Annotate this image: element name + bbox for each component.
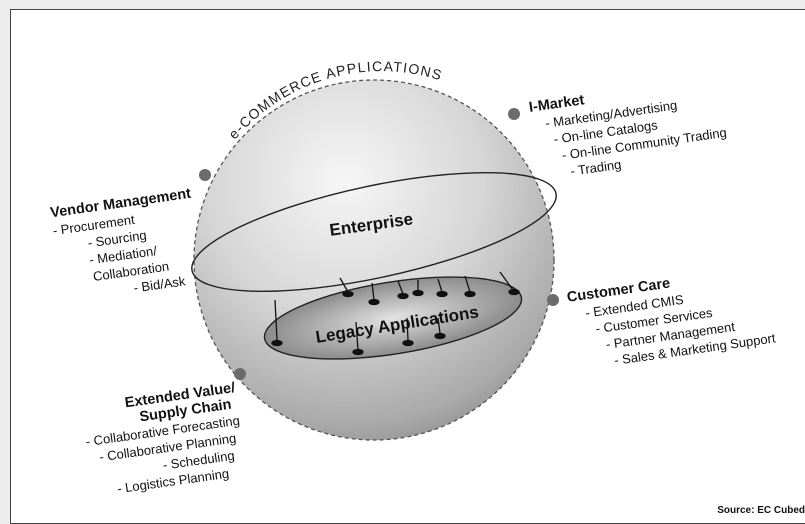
sphere-dashed-outline	[193, 79, 555, 441]
node-customer-care	[547, 294, 559, 306]
vendor-management-group: Vendor Management - Procurement - Sourci…	[49, 186, 202, 306]
node-i-market	[508, 108, 520, 120]
source-caption: Source: EC Cubed	[717, 505, 805, 516]
top-tab-cutout	[0, 0, 364, 10]
legacy-disk	[263, 276, 523, 360]
enterprise-plane	[191, 171, 557, 293]
node-extended-value	[234, 368, 246, 380]
sphere	[194, 80, 554, 440]
legacy-pins	[271, 271, 520, 356]
node-vendor-management	[199, 169, 211, 181]
